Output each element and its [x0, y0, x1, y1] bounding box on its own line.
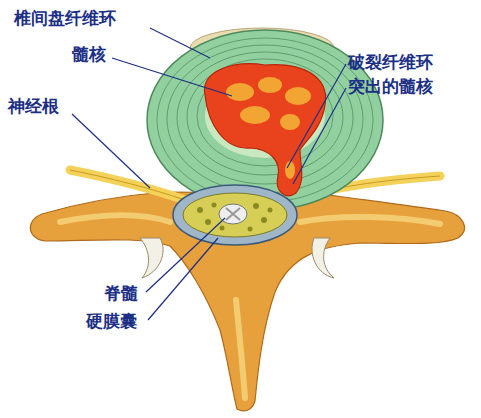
torn-annulus-label: 破裂纤维环 [348, 52, 433, 72]
spinal-cord-label: 脊髓 [104, 283, 138, 303]
herniated-nucleus-label: 突出的髓核 [348, 76, 433, 96]
nerve-root-label: 神经根 [8, 96, 59, 116]
dural-sac-label: 硬膜囊 [86, 311, 137, 331]
annulus-label: 椎间盘纤维环 [14, 8, 116, 28]
nucleus-label: 髓核 [72, 44, 106, 64]
